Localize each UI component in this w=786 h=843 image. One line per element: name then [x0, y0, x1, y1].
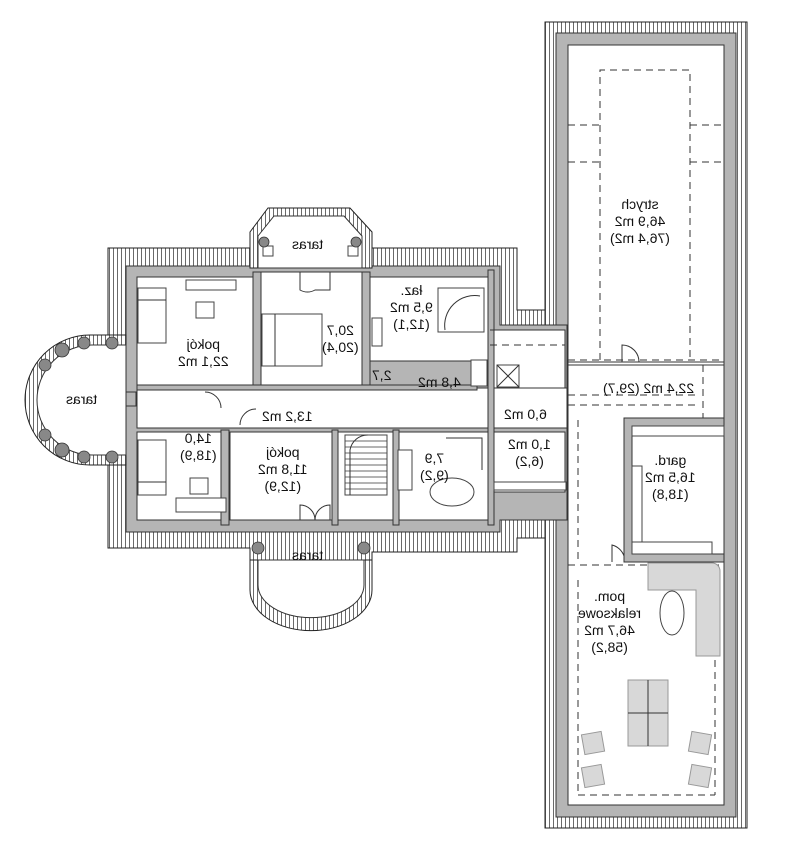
label-pokoj-left-top: pokój 22,1 m2 — [178, 336, 229, 370]
garderoba-area-total: (18,8) — [652, 486, 689, 502]
lazienka-top-name: łaz. — [400, 282, 423, 298]
label-area-10: 1,0 m2 (6,2) — [508, 436, 551, 470]
garderoba-area: 16,5 m2 — [645, 469, 696, 485]
label-pokoj-left-bottom: 14,0 (18,9) — [180, 430, 217, 464]
label-area-48: 4,8 m2 — [418, 374, 461, 391]
hall-main-area: 13,2 m2 — [262, 408, 313, 424]
garderoba-name: gard. — [654, 452, 687, 468]
taras-bottom-name: taras — [292, 547, 324, 563]
pokoj-left-bottom-area: 14,0 — [184, 430, 212, 446]
label-taras-left: taras — [66, 391, 97, 408]
strych-area-total: (76,4 m2) — [610, 230, 670, 246]
strych-area: 46,9 m2 — [614, 213, 666, 229]
pokoj-middle-area: 11,8 m2 — [258, 461, 308, 477]
label-pokoj-middle: pokój 11,8 m2 (12,9) — [258, 444, 308, 495]
strych-name: strych — [621, 196, 659, 212]
main-house — [107, 235, 568, 563]
label-strych: strych 46,9 m2 (76,4 m2) — [610, 196, 670, 247]
relax-name2: relaksowe — [578, 605, 642, 621]
area-10: 1,0 m2 — [508, 436, 551, 452]
lazienka-bottom-area: 7,9 — [424, 450, 445, 466]
pokoj-left-bottom-area-total: (18,9) — [180, 447, 217, 463]
label-garderoba: gard. 16,5 m2 (18,8) — [645, 452, 696, 503]
lazienka-top-area-total: (12,1) — [393, 316, 430, 332]
label-relax: pom. relaksowe 46,7 m2 (58,2) — [578, 588, 641, 656]
label-taras-bottom: taras — [292, 547, 323, 564]
label-hall-main: 13,2 m2 — [262, 408, 313, 425]
relax-area: 46,7 m2 — [584, 622, 635, 638]
taras-top-name: taras — [292, 236, 324, 252]
label-lazienka-bottom: 7,9 (9,2) — [420, 450, 449, 484]
pokoj-left-top-area: 22,1 m2 — [178, 353, 229, 369]
area-48: 4,8 m2 — [418, 374, 461, 390]
label-lazienka-top: łaz. 9,5 m2 (12,1) — [390, 282, 433, 333]
sypialnia-area-total: (20,4) — [322, 339, 359, 355]
hall-right-area: 22,4 m2 (29,7) — [603, 380, 695, 396]
terraces — [24, 207, 373, 632]
lazienka-bottom-area-total: (9,2) — [420, 467, 449, 483]
right-wing — [544, 21, 748, 829]
label-taras-top: taras — [292, 236, 323, 253]
label-sypialnia: 20,7 (20,4) — [322, 322, 359, 356]
label-area-27: 2,7 — [372, 367, 391, 384]
relax-name: pom. — [593, 588, 626, 604]
area-10-total: (6,2) — [515, 453, 544, 469]
taras-left-name: taras — [66, 391, 98, 407]
lazienka-top-area: 9,5 m2 — [390, 299, 433, 315]
area-27: 2,7 — [372, 367, 392, 383]
sypialnia-area: 20,7 — [326, 322, 354, 338]
pokoj-left-top-name: pokój — [186, 336, 221, 352]
area-60: 6,0 m2 — [504, 406, 547, 422]
pokoj-middle-name: pokój — [266, 444, 300, 460]
label-hall-right: 22,4 m2 (29,7) — [603, 380, 694, 397]
label-area-60: 6,0 m2 — [504, 406, 547, 423]
relax-area-total: (58,2) — [591, 639, 628, 655]
pokoj-middle-area-total: (12,9) — [264, 478, 302, 494]
